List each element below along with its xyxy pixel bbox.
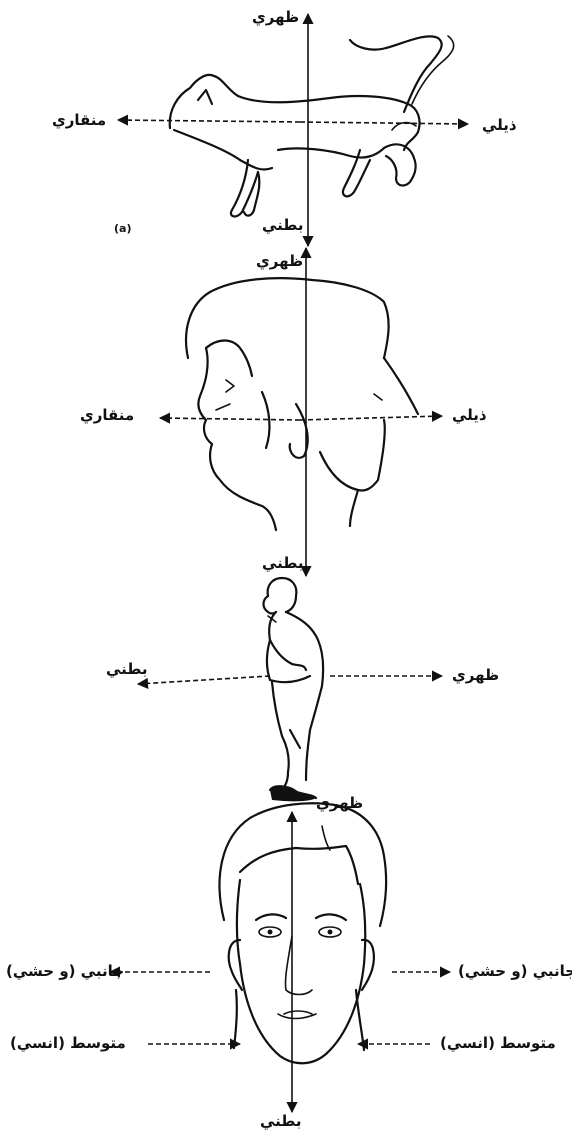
cat-rostral-label: منقاري <box>52 113 106 128</box>
front-face-axes <box>110 812 450 1112</box>
cat-rostral-arrow <box>118 120 300 122</box>
profile-rostral-label: منقاري <box>80 408 134 423</box>
cat-dorsal-label: ظهري <box>252 10 299 25</box>
face-lateral-left-label: جانبي (و حشي) <box>6 964 124 979</box>
face-lateral-right-label: جانبي (و حشي) <box>458 964 572 979</box>
standing-person-drawing <box>264 578 324 801</box>
person-ventral-arrow <box>138 676 270 684</box>
face-ventral-label: بطني <box>260 1114 302 1129</box>
cat-drawing <box>170 36 454 216</box>
cat-caudal-arrow <box>300 122 468 124</box>
person-dorsal-label: ظهري <box>452 668 499 683</box>
front-face-panel <box>110 803 450 1112</box>
cat-ventral-label: بطني <box>262 218 304 233</box>
profile-rostral-arrow <box>160 418 300 420</box>
standing-person-panel <box>138 578 442 801</box>
panel-a-mark: (a) <box>114 223 131 234</box>
profile-caudal-arrow <box>300 416 442 420</box>
head-profile-panel <box>160 248 442 576</box>
face-medial-right-label: متوسط (انسي) <box>440 1036 556 1051</box>
head-profile-drawing <box>186 278 418 530</box>
cat-caudal-label: ذيلي <box>482 118 517 133</box>
profile-caudal-label: ذيلي <box>452 408 487 423</box>
profile-ventral-label: بطني <box>262 556 304 571</box>
face-medial-left-label: متوسط (انسي) <box>10 1036 126 1051</box>
cat-panel <box>118 14 468 246</box>
profile-dorsal-label: ظهري <box>256 254 303 269</box>
cat-axes <box>118 14 468 246</box>
face-dorsal-label: ظهري <box>316 796 363 811</box>
front-face-drawing <box>220 803 387 1063</box>
person-ventral-label: بطني <box>106 662 148 677</box>
